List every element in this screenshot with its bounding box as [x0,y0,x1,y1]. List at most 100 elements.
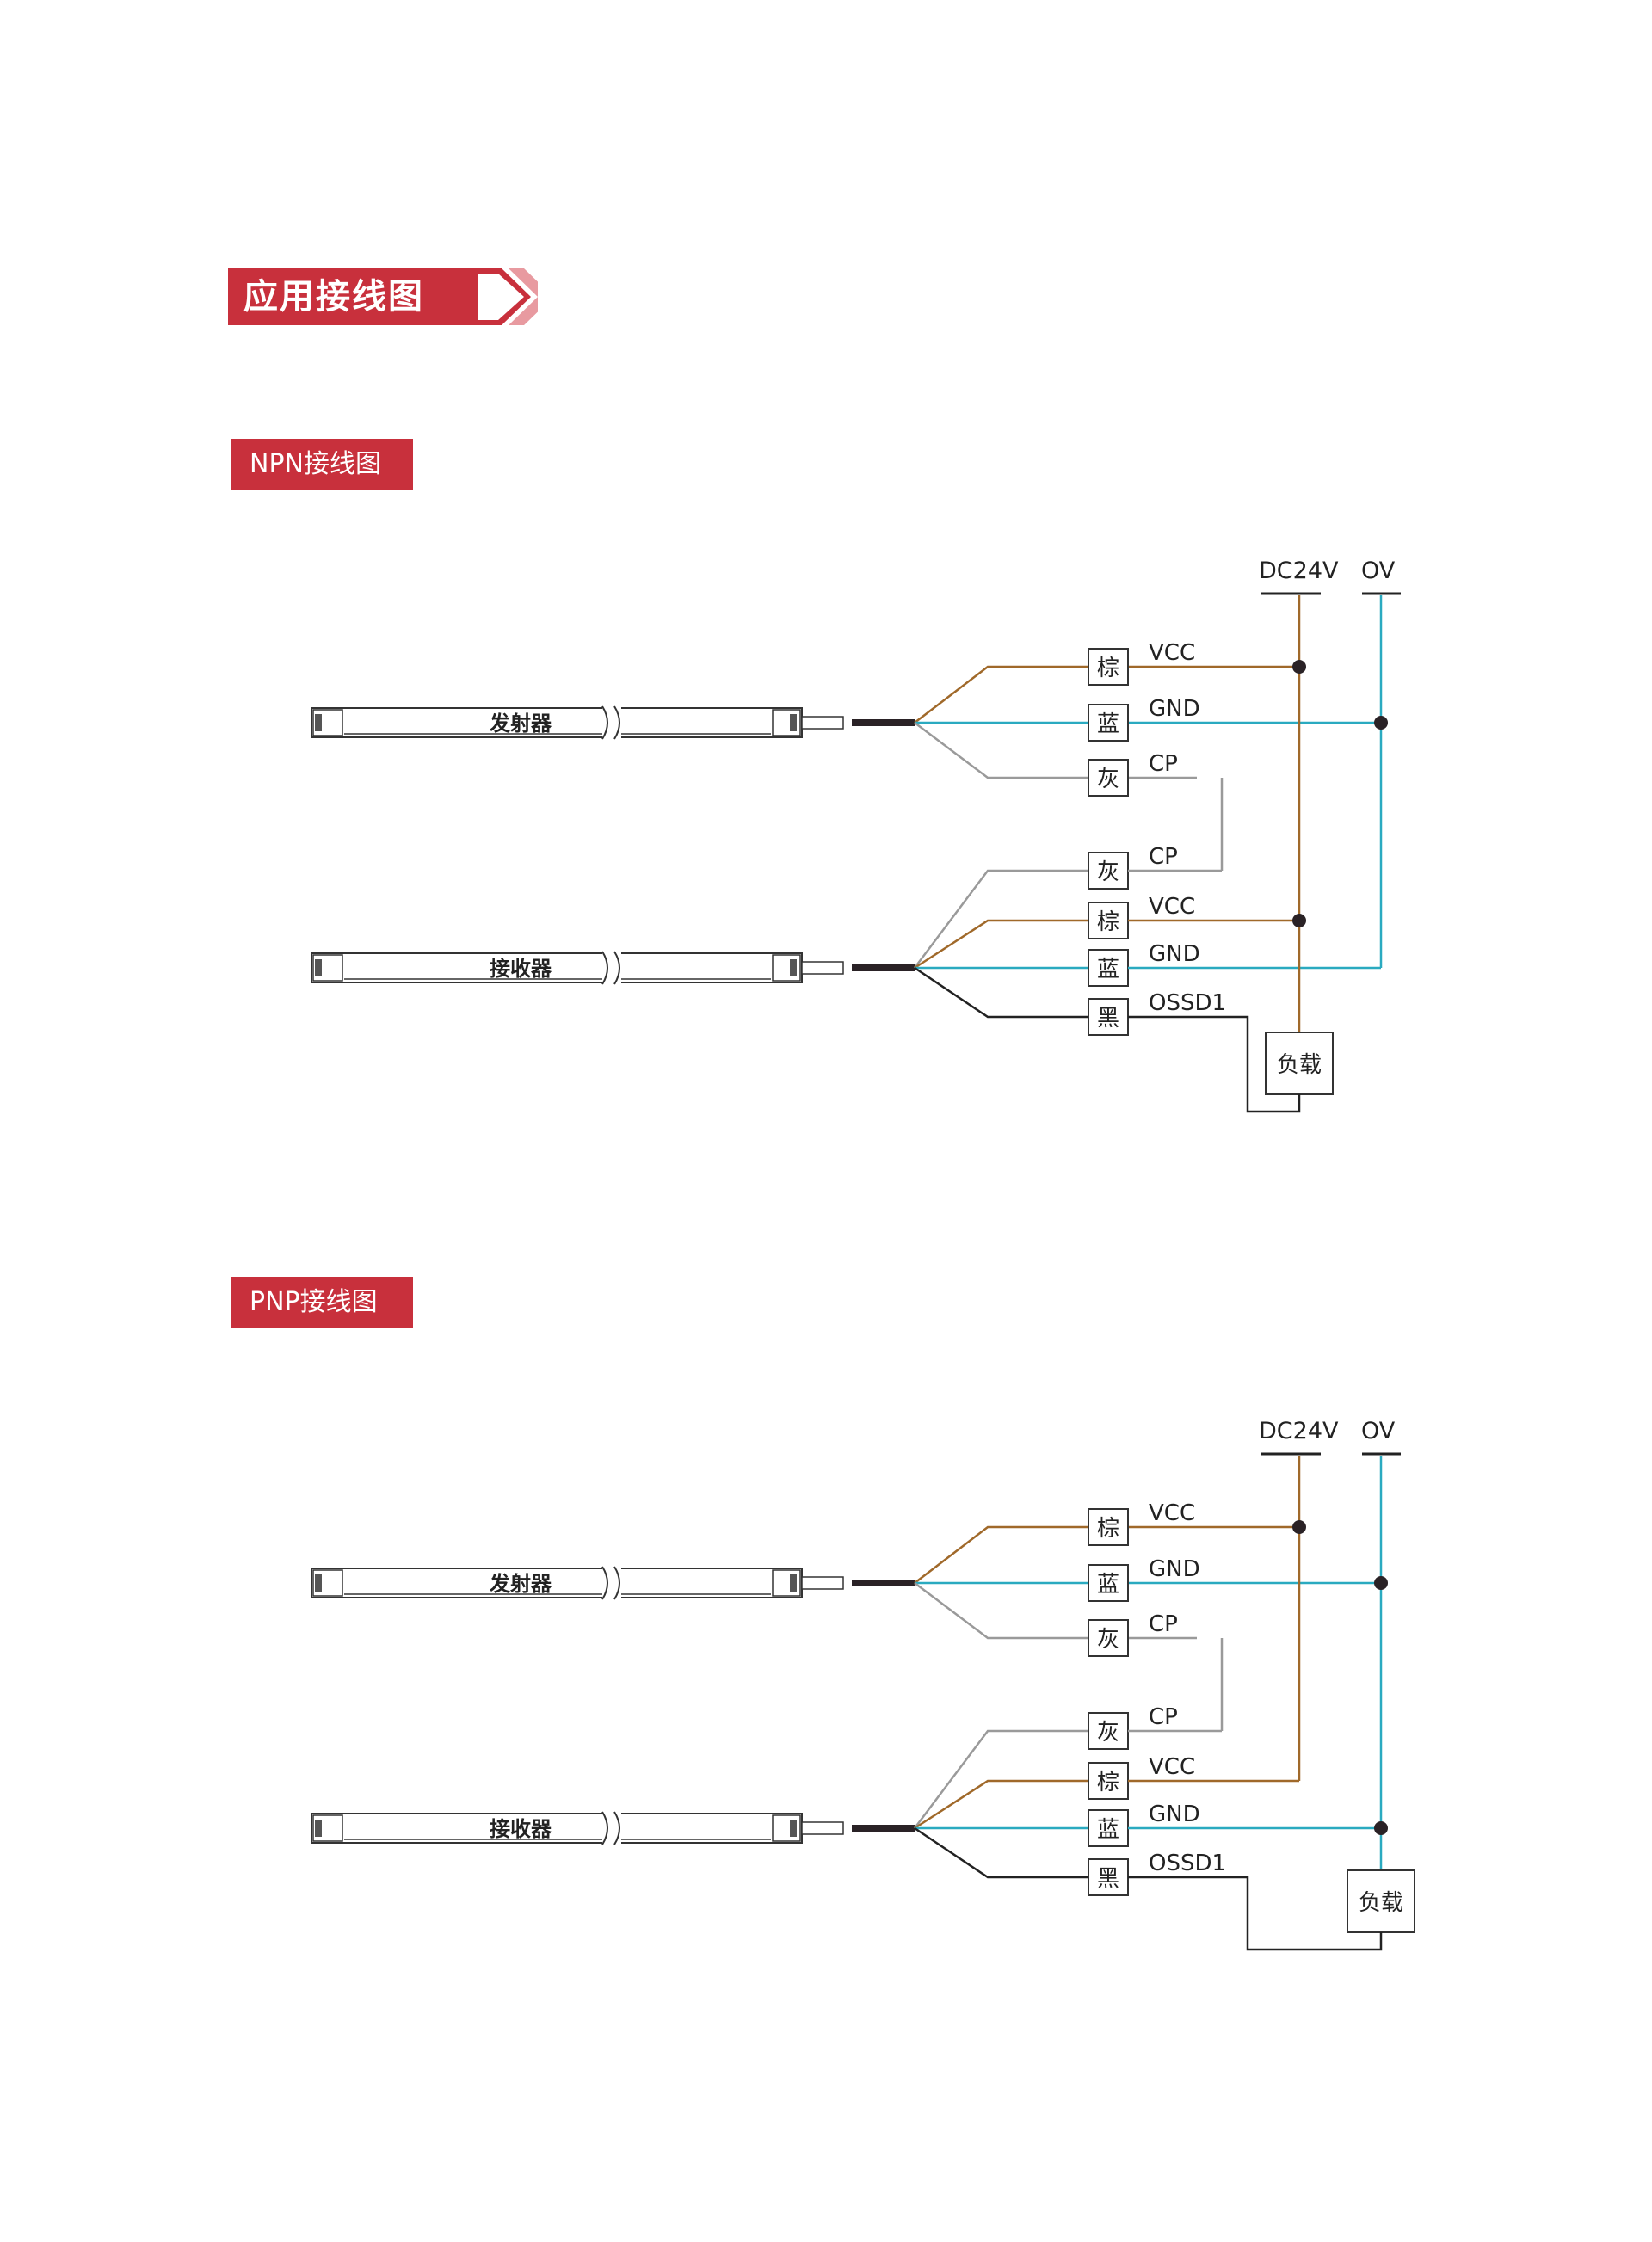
wire-color-box-label: 灰 [1097,859,1119,885]
emitter-sensor: 发射器 [311,705,915,740]
wire-color-box [1088,1809,1129,1847]
wire-color-box-label: 棕 [1097,1770,1119,1795]
receiver-wire [914,869,1088,969]
signal-label: VCC [1149,1754,1195,1780]
signal-label: CP [1149,1611,1178,1637]
wire-color-box-label: 棕 [1097,656,1119,681]
chevron-arrows-icon [478,268,538,325]
emitter-wire [914,722,1088,779]
connector-stub [801,1576,844,1590]
signal-label: CP [1149,1704,1178,1730]
ossd1-wire [1128,1876,1383,1951]
sensor-cap-mark-right [790,714,797,731]
wire-color-box [1088,759,1129,797]
sensor-body [311,1813,803,1844]
receiver-wire [914,919,1088,970]
sensor-break-line [613,705,620,740]
load-label: 负载 [1359,1890,1403,1916]
wire-color-box [1088,648,1129,686]
pnp-section-label: PNP接线图 [231,1277,413,1328]
emitter-wire [914,665,1088,724]
receiver-wire [914,1826,1088,1879]
dc24v-label: DC24V [1259,557,1339,584]
wire-color-box [1088,704,1129,742]
sensor-body [311,1568,803,1598]
npn-section-label: NPN接线图 [231,439,413,490]
section-title: 应用接线图 [228,268,478,325]
sensor-cap-mark-right [790,959,797,976]
signal-label: CP [1149,751,1178,777]
dc24v-label: DC24V [1259,1418,1339,1444]
ossd1-wire [1128,1015,1301,1113]
connector-stub [801,716,844,730]
load-label: 负载 [1277,1052,1322,1078]
signal-label: VCC [1149,640,1195,666]
wire-color-box [1088,902,1129,939]
emitter-wire [914,1525,1088,1584]
receiver-sensor: 接收器 [311,951,915,985]
wire-color-box [1088,1619,1129,1657]
sensor-break-line [601,1566,608,1600]
junction-dot [1292,660,1306,674]
wire-color-box-label: 蓝 [1097,1572,1119,1598]
wire-color-box-label: 灰 [1097,1627,1119,1653]
wire-color-box-label: 蓝 [1097,711,1119,737]
connector-stub [801,1821,844,1835]
sensor-cap-mark-left [315,959,322,976]
wire-color-box [1088,852,1129,890]
sensor-label: 发射器 [489,711,552,736]
signal-label: VCC [1149,894,1195,920]
connector-stub [801,961,844,975]
signal-label: CP [1149,844,1178,870]
signal-label: GND [1149,1802,1200,1827]
sensor-cap-mark-left [315,1574,322,1592]
signal-label: GND [1149,941,1200,967]
emitter-wire [914,1582,1088,1640]
junction-dot [1292,1520,1306,1534]
wire-color-box [1088,998,1129,1036]
sensor-label: 接收器 [490,957,552,981]
sensor-break-line [601,1811,608,1845]
wire-color-box [1088,949,1129,987]
sensor-break-line [613,951,620,985]
sensor-label: 发射器 [489,1572,552,1596]
sensor-body [311,952,803,983]
ov-label: OV [1361,1418,1396,1444]
sensor-break-line [613,1566,620,1600]
wire-color-box [1088,1508,1129,1546]
sensor-cap-mark-left [315,714,322,731]
section-title-banner: 应用接线图 [228,268,538,325]
signal-label: VCC [1149,1500,1195,1526]
sensor-body [311,707,803,738]
sensor-cap-mark-right [790,1574,797,1592]
wire-color-box-label: 黑 [1097,1866,1119,1892]
sensor-break-line [601,951,608,985]
sensor-break-line [613,1811,620,1845]
receiver-wire [914,1729,1088,1829]
wire-color-box [1088,1858,1129,1896]
receiver-wire [914,1779,1088,1830]
signal-label: OSSD1 [1149,1851,1226,1876]
ov-label: OV [1361,557,1396,584]
wire-color-box [1088,1564,1129,1602]
load-box [1347,1869,1415,1933]
junction-dot [1374,1576,1388,1590]
wire-color-box-label: 灰 [1097,767,1119,792]
receiver-wire [914,966,1088,1019]
sensor-cap-mark-left [315,1820,322,1837]
signal-label: OSSD1 [1149,990,1226,1016]
signal-label: GND [1149,696,1200,722]
sensor-break-line [601,705,608,740]
emitter-sensor: 发射器 [311,1566,915,1600]
junction-dot [1374,1821,1388,1835]
junction-dot [1292,914,1306,927]
wire-color-box-label: 棕 [1097,1516,1119,1542]
junction-dot [1374,716,1388,730]
receiver-sensor: 接收器 [311,1811,915,1845]
wire-color-box-label: 蓝 [1097,1817,1119,1843]
signal-label: GND [1149,1556,1200,1582]
wire-color-box-label: 蓝 [1097,957,1119,982]
wire-color-box-label: 灰 [1097,1720,1119,1746]
